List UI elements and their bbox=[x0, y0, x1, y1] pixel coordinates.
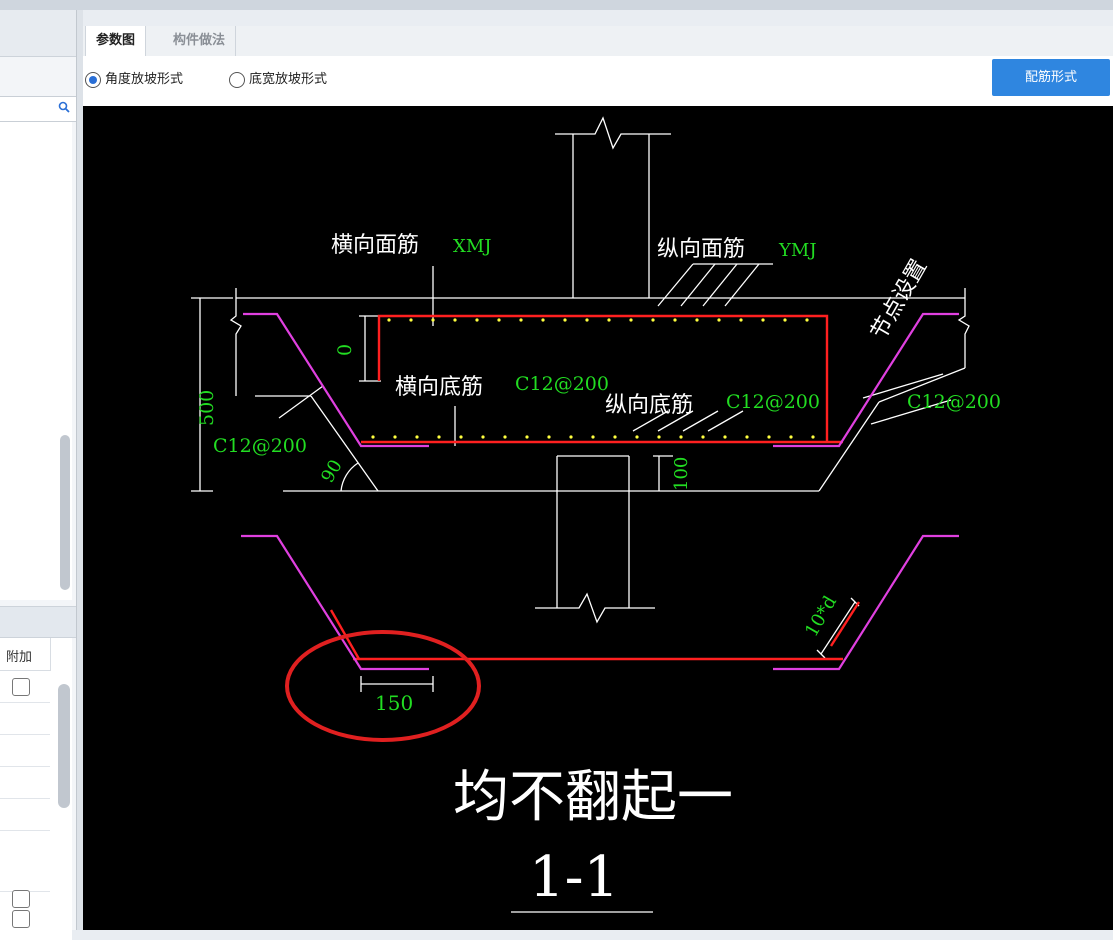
rebar-dot bbox=[629, 318, 633, 322]
code-horizontal-top: XMJ bbox=[453, 236, 491, 257]
pane-splitter[interactable] bbox=[76, 10, 83, 930]
tab-bar: 参数图 构件做法 bbox=[83, 26, 1113, 57]
code-vertical-bottom: C12@200 bbox=[726, 391, 820, 413]
dim-100: 100 bbox=[671, 457, 692, 491]
table-header: 附加 bbox=[0, 638, 51, 671]
parameter-diagram-canvas: 横向面筋 XMJ 纵向面筋 YMJ 节点设置 横向底筋 C12@200 纵向底筋… bbox=[83, 106, 1113, 930]
rebar-slope-magenta bbox=[241, 312, 959, 671]
table-row bbox=[0, 735, 50, 767]
row-checkbox[interactable] bbox=[12, 890, 30, 908]
code-vertical-top: YMJ bbox=[778, 240, 817, 261]
rebar-dot bbox=[431, 318, 435, 322]
rebar-dot bbox=[673, 318, 677, 322]
tab-component-method[interactable]: 构件做法 bbox=[163, 26, 237, 56]
foundation-outline bbox=[191, 263, 970, 913]
table-row bbox=[0, 671, 50, 703]
search-icon[interactable] bbox=[58, 101, 70, 117]
rebar-dot bbox=[811, 435, 815, 439]
rebar-dot bbox=[805, 318, 809, 322]
radio-bottom-width-slope[interactable]: 底宽放坡形式 bbox=[229, 70, 327, 90]
dim-height-500: 500 bbox=[196, 390, 218, 426]
rebar-dot bbox=[371, 435, 375, 439]
rebar-dot bbox=[761, 318, 765, 322]
rebar-dot bbox=[415, 435, 419, 439]
rebar-dot bbox=[783, 318, 787, 322]
left-search-input[interactable] bbox=[0, 96, 76, 122]
caption-section: 1-1 bbox=[529, 845, 619, 910]
rebar-dot bbox=[695, 318, 699, 322]
rebar-dot bbox=[635, 435, 639, 439]
radio-angle-slope[interactable]: 角度放坡形式 bbox=[85, 70, 183, 90]
right-pane: 参数图 构件做法 角度放坡形式 底宽放坡形式 配筋形式 bbox=[83, 10, 1113, 930]
rebar-dot bbox=[651, 318, 655, 322]
rebar-dot bbox=[497, 318, 501, 322]
rebar-dot bbox=[745, 435, 749, 439]
label-horizontal-bottom: 横向底筋 bbox=[395, 375, 483, 400]
rebar-dot bbox=[437, 435, 441, 439]
radio-unselected-icon[interactable] bbox=[229, 72, 245, 88]
rebar-dot bbox=[723, 435, 727, 439]
list-scrollbar[interactable] bbox=[60, 435, 70, 590]
rebar-dot bbox=[393, 435, 397, 439]
annotation-circle bbox=[285, 630, 481, 742]
code-right: C12@200 bbox=[907, 391, 1001, 413]
table-row bbox=[0, 703, 50, 735]
table-row bbox=[0, 799, 50, 831]
left-pane: 附加 bbox=[0, 10, 76, 940]
property-table: 附加 bbox=[0, 638, 72, 940]
rebar-dot bbox=[387, 318, 391, 322]
rebar-dot bbox=[657, 435, 661, 439]
cad-drawing: 横向面筋 XMJ 纵向面筋 YMJ 节点设置 横向底筋 C12@200 纵向底筋… bbox=[191, 116, 1001, 913]
left-pane-header bbox=[0, 10, 76, 57]
rebar-dot bbox=[701, 435, 705, 439]
rebar-dot bbox=[739, 318, 743, 322]
rebar-dot bbox=[789, 435, 793, 439]
caption-main: 均不翻起一 bbox=[453, 765, 733, 830]
rebar-dot bbox=[679, 435, 683, 439]
top-strip bbox=[0, 0, 1113, 10]
dim-zero: 0 bbox=[334, 344, 356, 356]
rebar-dot bbox=[409, 318, 413, 322]
column-header-fujia: 附加 bbox=[6, 650, 33, 665]
table-row bbox=[0, 831, 50, 928]
rebar-dot bbox=[563, 318, 567, 322]
column-upper bbox=[555, 116, 671, 298]
radio-selected-icon[interactable] bbox=[85, 72, 101, 88]
radio-angle-label: 角度放坡形式 bbox=[105, 72, 184, 87]
label-vertical-top: 纵向面筋 bbox=[657, 237, 745, 262]
table-row bbox=[0, 767, 50, 799]
tab-parameter-diagram[interactable]: 参数图 bbox=[85, 26, 147, 56]
code-horizontal-bottom: C12@200 bbox=[515, 373, 609, 395]
label-horizontal-top: 横向面筋 bbox=[331, 233, 419, 258]
rebar-dot bbox=[717, 318, 721, 322]
left-section-header bbox=[0, 606, 76, 638]
rebar-dot bbox=[459, 435, 463, 439]
rebar-dot bbox=[481, 435, 485, 439]
rebar-dot bbox=[585, 318, 589, 322]
rebar-form-button[interactable]: 配筋形式 bbox=[992, 59, 1110, 96]
rebar-dot bbox=[767, 435, 771, 439]
label-vertical-bottom: 纵向底筋 bbox=[605, 393, 693, 418]
radio-bottom-label: 底宽放坡形式 bbox=[249, 72, 328, 87]
rebar-dot bbox=[613, 435, 617, 439]
rebar-dot bbox=[475, 318, 479, 322]
dim-150: 150 bbox=[375, 691, 413, 715]
rebar-dot bbox=[607, 318, 611, 322]
rebar-dots bbox=[371, 318, 815, 439]
rebar-dot bbox=[547, 435, 551, 439]
row-checkbox[interactable] bbox=[12, 678, 30, 696]
rebar-dot bbox=[541, 318, 545, 322]
rebar-dot bbox=[519, 318, 523, 322]
table-scrollbar[interactable] bbox=[58, 684, 70, 808]
slope-option-row: 角度放坡形式 底宽放坡形式 配筋形式 bbox=[83, 56, 1113, 106]
rebar-dot bbox=[503, 435, 507, 439]
rebar-dot bbox=[525, 435, 529, 439]
rebar-cage-red bbox=[329, 314, 861, 661]
row-checkbox[interactable] bbox=[12, 910, 30, 928]
code-left: C12@200 bbox=[213, 435, 307, 457]
rebar-dot bbox=[569, 435, 573, 439]
label-node-setting: 节点设置 bbox=[867, 255, 933, 344]
rebar-dot bbox=[453, 318, 457, 322]
rebar-dot bbox=[591, 435, 595, 439]
